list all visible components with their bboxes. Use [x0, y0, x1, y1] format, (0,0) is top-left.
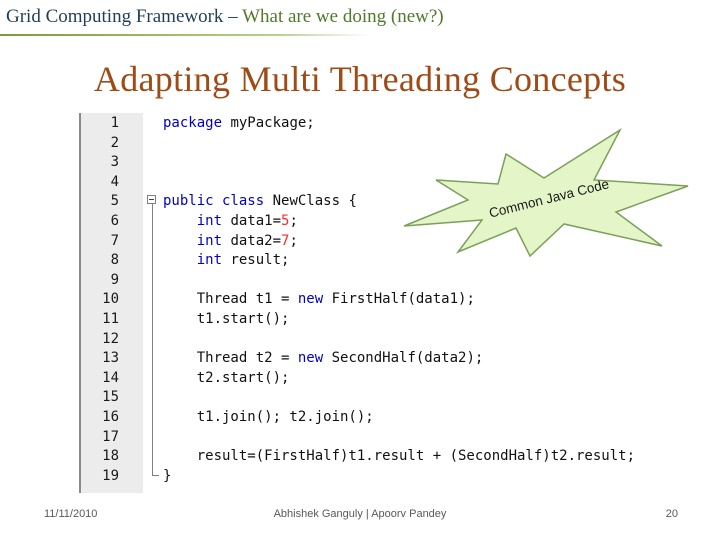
code-token: result=(FirstHalf)t1.result + (SecondHal…: [163, 448, 636, 465]
collapse-icon[interactable]: [147, 195, 156, 204]
header-divider: [0, 34, 370, 36]
code-token: result;: [222, 252, 290, 269]
slide-header: Grid Computing Framework – What are we d…: [6, 6, 444, 32]
page-number: 20: [665, 508, 678, 520]
line-number: 2: [110, 134, 119, 151]
code-token: data2=: [222, 232, 282, 249]
code-line: 10 Thread t1 = new FirstHalf(data1);: [79, 290, 687, 310]
code-line: 15: [79, 388, 687, 408]
code-token: [163, 213, 197, 229]
code-text: t1.start();: [163, 310, 290, 330]
code-text: t1.join(); t2.join();: [163, 408, 374, 428]
code-line: 18 result=(FirstHalf)t1.result + (Second…: [79, 447, 687, 467]
line-number: 13: [102, 350, 119, 367]
line-number-gutter: [81, 113, 143, 493]
code-line: 16 t1.join(); t2.join();: [79, 408, 687, 428]
line-number: 10: [102, 291, 119, 308]
starburst-callout: [403, 128, 689, 258]
code-line: 5 public class NewClass {: [79, 192, 687, 212]
line-number: 15: [102, 389, 119, 406]
code-text: int result;: [163, 251, 290, 271]
code-keyword: int: [196, 232, 223, 249]
header-main-text: Grid Computing Framework –: [6, 6, 243, 27]
code-text: int data1=5;: [163, 212, 298, 232]
code-text: package myPackage;: [163, 114, 315, 134]
code-line: 12: [79, 330, 687, 350]
code-token: }: [163, 467, 172, 484]
line-number: 9: [110, 271, 119, 288]
code-line: 13 Thread t2 = new SecondHalf(data2);: [79, 349, 687, 369]
code-token: Thread t2 =: [163, 350, 298, 367]
line-number: 4: [110, 173, 119, 190]
code-line: 9: [79, 271, 687, 291]
line-number: 17: [102, 428, 119, 445]
code-token: t1.start();: [163, 311, 290, 327]
code-line: 17: [79, 428, 687, 448]
footer-date: 11/11/2010: [44, 508, 98, 520]
code-text: Thread t2 = new SecondHalf(data2);: [163, 349, 484, 369]
fold-guide-line: [152, 203, 153, 476]
footer-authors: Abhishek Ganguly | Apoorv Pandey: [273, 508, 447, 520]
code-text: t2.start();: [163, 369, 290, 389]
code-token: [163, 233, 197, 249]
code-token: t2.start();: [163, 369, 290, 386]
line-number: 18: [102, 448, 119, 465]
code-text: }: [163, 467, 171, 487]
code-number: 7: [281, 232, 290, 249]
line-number: 8: [110, 252, 119, 269]
code-keyword: package: [163, 115, 223, 131]
code-keyword: new: [297, 350, 324, 367]
line-number: 5: [110, 193, 119, 210]
line-number: 11: [102, 311, 119, 327]
code-line: 1 package myPackage;: [79, 114, 687, 134]
line-number: 6: [110, 213, 119, 229]
code-token: Thread t1 =: [163, 291, 298, 308]
code-line: 3: [79, 153, 687, 173]
code-line: 4: [79, 173, 687, 193]
code-keyword: public class: [163, 193, 265, 210]
code-text: public class NewClass {: [163, 192, 357, 212]
line-number: 7: [110, 232, 119, 249]
code-text: int data2=7;: [163, 232, 298, 252]
code-keyword: int: [196, 213, 223, 229]
fold-guide-end: [152, 475, 159, 476]
code-token: ;: [289, 213, 298, 229]
code-number: 5: [281, 213, 290, 229]
code-token: ;: [289, 232, 298, 249]
line-number: 3: [110, 154, 119, 171]
line-number: 19: [102, 467, 119, 484]
code-line: 2: [79, 134, 687, 154]
code-line: 11 t1.start();: [79, 310, 687, 330]
slide-title: Adapting Multi Threading Concepts: [93, 59, 627, 99]
code-text: result=(FirstHalf)t1.result + (SecondHal…: [163, 447, 635, 467]
code-keyword: int: [196, 252, 223, 269]
code-token: SecondHalf(data2);: [323, 350, 484, 367]
code-line: 6 int data1=5;: [79, 212, 687, 232]
code-token: NewClass {: [264, 193, 357, 210]
code-token: t1.join(); t2.join();: [163, 409, 374, 425]
code-line: 14 t2.start();: [79, 369, 687, 389]
line-number: 1: [110, 115, 119, 131]
fold-column: [143, 113, 163, 493]
editor-border: [79, 113, 81, 493]
code-token: myPackage;: [222, 115, 315, 131]
starburst-shape: [403, 128, 689, 258]
line-number: 16: [102, 409, 119, 425]
code-token: FirstHalf(data1);: [323, 291, 475, 308]
code-keyword: new: [297, 291, 324, 308]
line-number: 14: [102, 369, 119, 386]
code-token: [163, 252, 197, 268]
code-line: 19}: [79, 467, 687, 487]
line-number: 12: [102, 330, 119, 347]
code-line: 7 int data2=7;: [79, 232, 687, 252]
code-line: 8 int result;: [79, 251, 687, 271]
header-sub-text: What are we doing (new?): [242, 6, 444, 27]
code-text: Thread t1 = new FirstHalf(data1);: [163, 290, 475, 310]
code-token: data1=: [222, 213, 282, 229]
